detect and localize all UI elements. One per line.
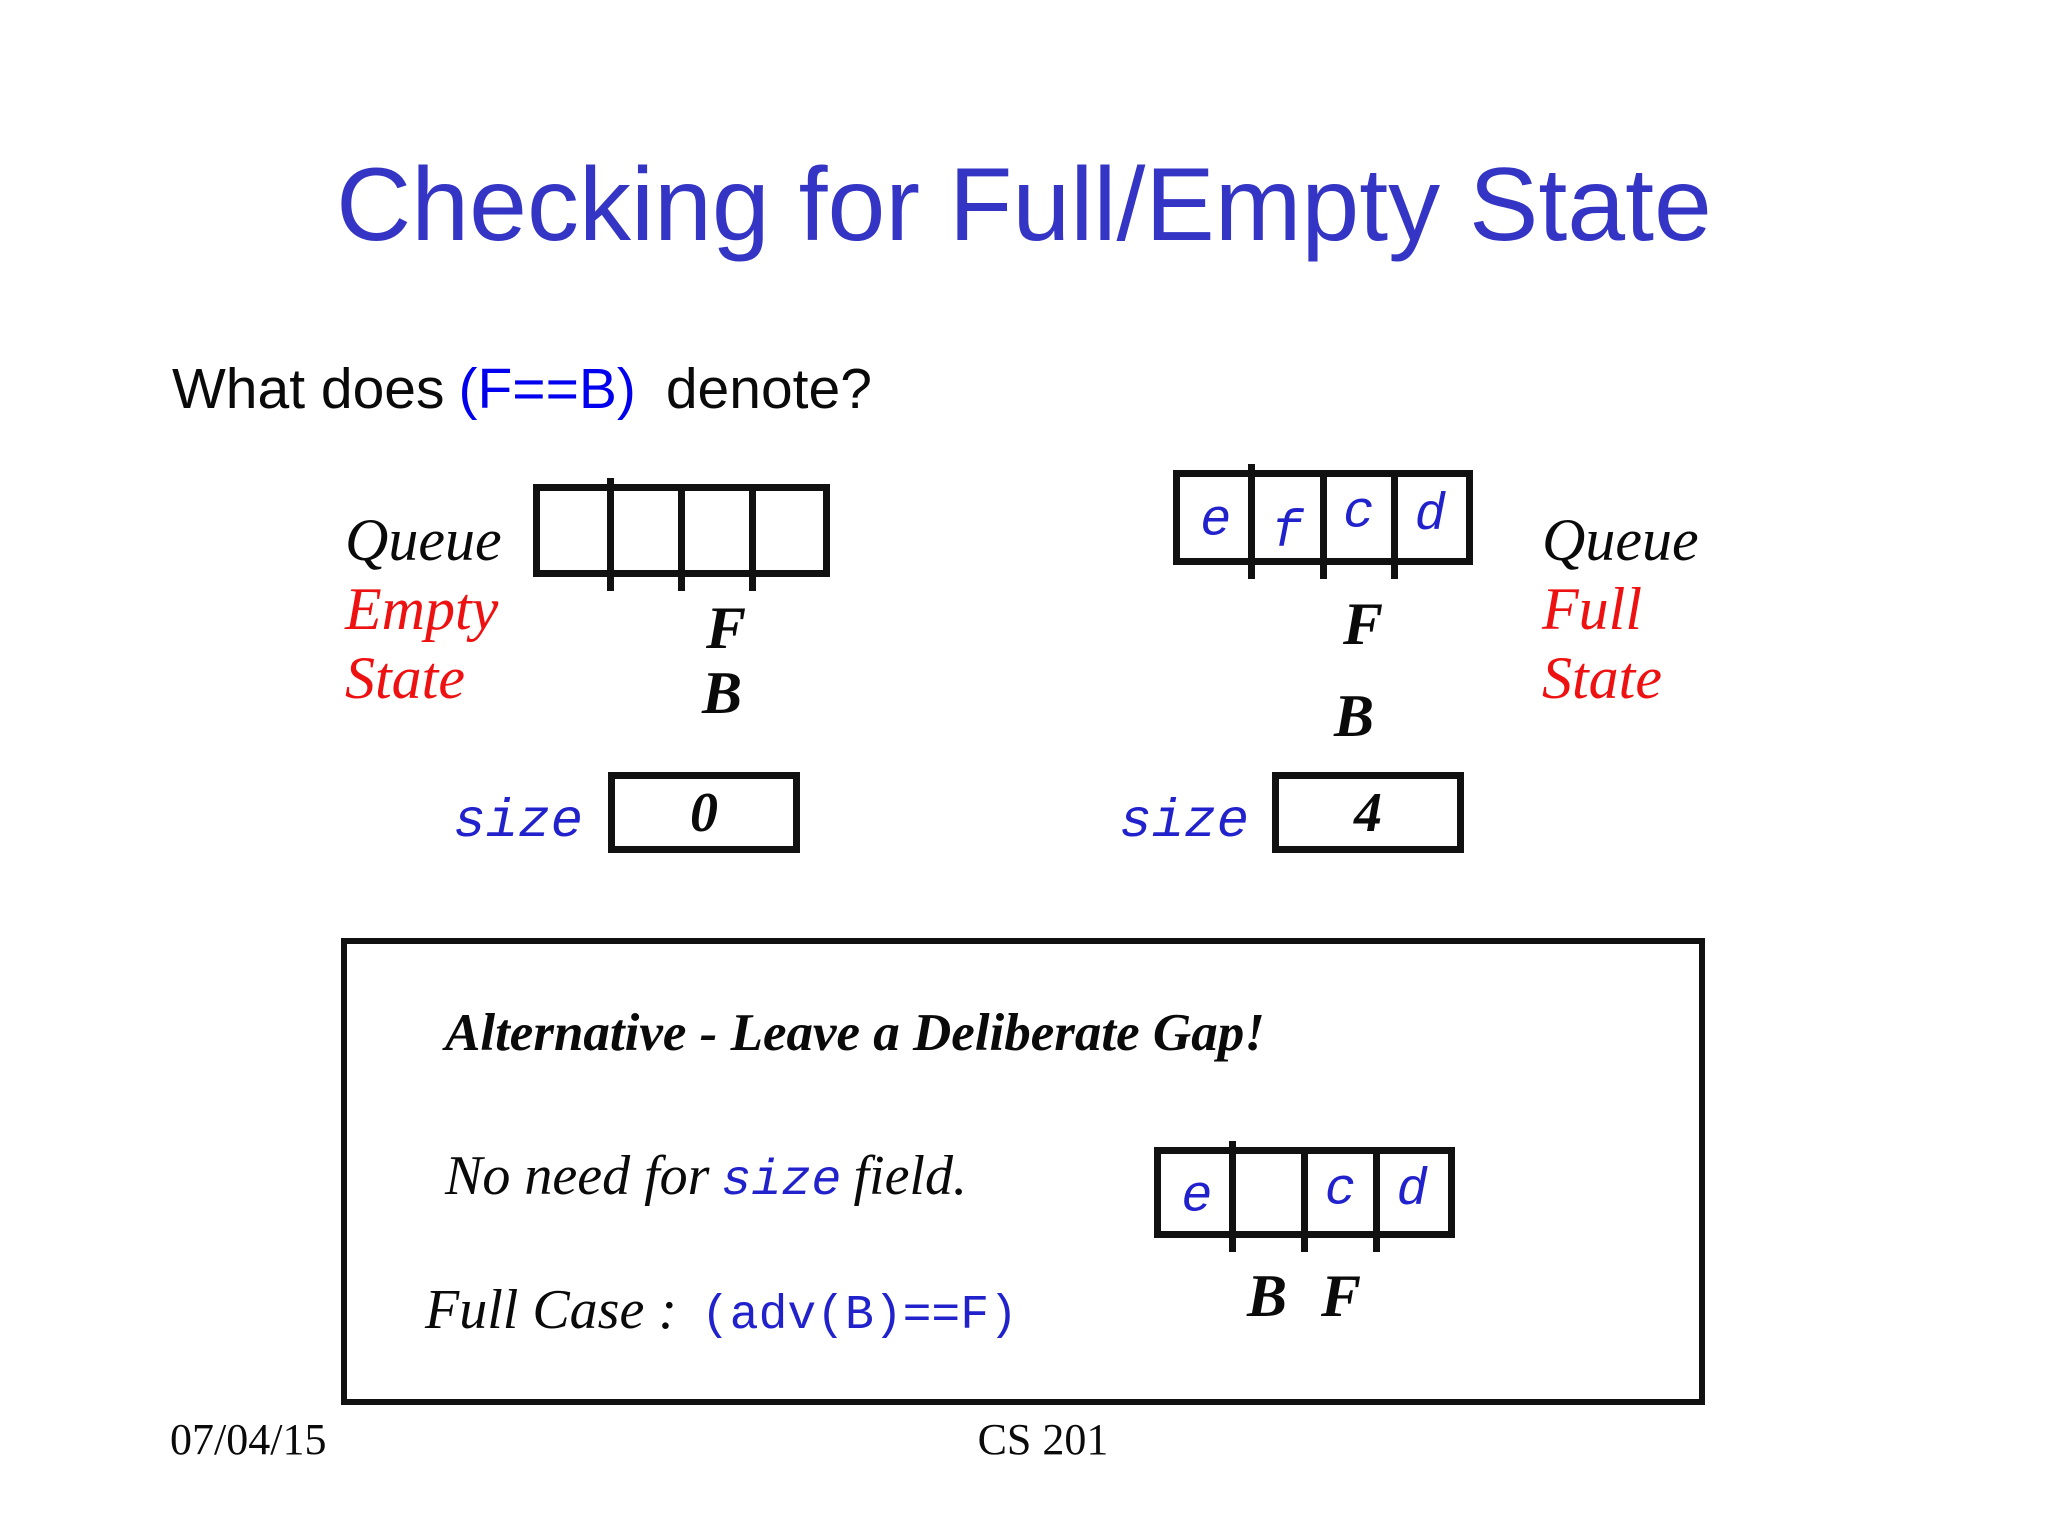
cell-value: e	[1200, 491, 1232, 550]
empty-queue-caption-line2: Empty	[345, 576, 499, 642]
full-queue-array: e f c d	[1173, 464, 1473, 579]
gap-queue-cell-2: c	[1305, 1154, 1377, 1231]
cell-divider	[678, 491, 685, 591]
gap-queue-cell-0: e	[1161, 1154, 1233, 1231]
cell-divider	[1229, 1141, 1237, 1252]
alternative-heading: Alternative - Leave a Deliberate Gap!	[445, 1004, 1265, 1062]
empty-queue-size-box: 0	[608, 772, 800, 853]
full-queue-cell-0: e	[1180, 477, 1252, 558]
full-case-prefix: Full Case :	[425, 1279, 677, 1341]
alternative-line-full-case: Full Case : (adv(B)==F)	[425, 1279, 1030, 1343]
full-queue-caption: Queue Full State	[1542, 506, 1699, 713]
cell-divider	[1372, 1154, 1380, 1252]
cell-value: d	[1414, 485, 1446, 544]
full-queue-front-pointer: F	[1342, 591, 1384, 657]
full-queue-cell-2: c	[1323, 477, 1395, 558]
empty-queue-size-value: 0	[690, 781, 718, 844]
question-line: What does(F==B) denote?	[172, 356, 872, 422]
footer-course: CS 201	[977, 1415, 1109, 1464]
footer-date: 07/04/15	[170, 1415, 327, 1464]
empty-queue-front-pointer: F	[705, 595, 747, 661]
slide-title: Checking for Full/Empty State	[336, 147, 1712, 263]
empty-queue-caption-line3: State	[345, 645, 465, 711]
no-need-suffix: field.	[853, 1145, 967, 1207]
gap-queue-cell-3: d	[1376, 1154, 1448, 1231]
cell-divider	[607, 478, 615, 591]
full-queue-cell-3: d	[1395, 477, 1467, 558]
gap-queue-cell-1	[1233, 1154, 1305, 1231]
empty-queue-cell-2	[682, 491, 753, 570]
full-queue-cell-1: f	[1252, 477, 1324, 561]
full-queue-caption-line2: Full	[1542, 576, 1642, 642]
full-queue-caption-line1: Queue	[1542, 507, 1699, 573]
full-queue-caption-line3: State	[1542, 645, 1662, 711]
empty-queue-cell-3	[752, 491, 823, 570]
empty-queue-caption: Queue Empty State	[345, 506, 502, 713]
question-prefix: What does	[172, 357, 445, 421]
question-suffix: denote?	[665, 357, 872, 421]
cell-value: c	[1324, 1160, 1356, 1219]
full-queue-size-label: size	[1119, 792, 1249, 853]
empty-queue-caption-line1: Queue	[345, 507, 502, 573]
cell-divider	[1248, 464, 1255, 579]
empty-queue-cell-0	[540, 491, 611, 570]
cell-divider	[1319, 477, 1327, 579]
cell-value: d	[1396, 1160, 1428, 1219]
cell-divider	[1301, 1154, 1308, 1252]
gap-queue-front-pointer: F	[1320, 1263, 1362, 1329]
size-code-token: size	[721, 1153, 842, 1210]
empty-queue-size-label: size	[453, 792, 583, 853]
empty-queue-back-pointer: B	[701, 660, 743, 726]
gap-queue-back-pointer: B	[1246, 1263, 1288, 1329]
empty-queue-array	[533, 478, 830, 591]
cell-value: e	[1181, 1167, 1213, 1226]
empty-queue-cell-1	[611, 491, 682, 570]
cell-divider	[1391, 477, 1398, 579]
cell-divider	[748, 491, 756, 591]
full-queue-size-box: 4	[1272, 772, 1464, 853]
question-code-f-equals-b: (F==B)	[458, 357, 636, 421]
alternative-callout-box	[341, 938, 1705, 1405]
full-queue-size-value: 4	[1354, 781, 1382, 844]
no-need-prefix: No need for	[445, 1145, 710, 1207]
full-queue-back-pointer: B	[1333, 683, 1375, 749]
adv-code-expression: (adv(B)==F)	[700, 1289, 1018, 1343]
gap-queue-array: e c d	[1154, 1141, 1455, 1252]
cell-value: f	[1271, 502, 1303, 561]
cell-value: c	[1343, 483, 1375, 542]
